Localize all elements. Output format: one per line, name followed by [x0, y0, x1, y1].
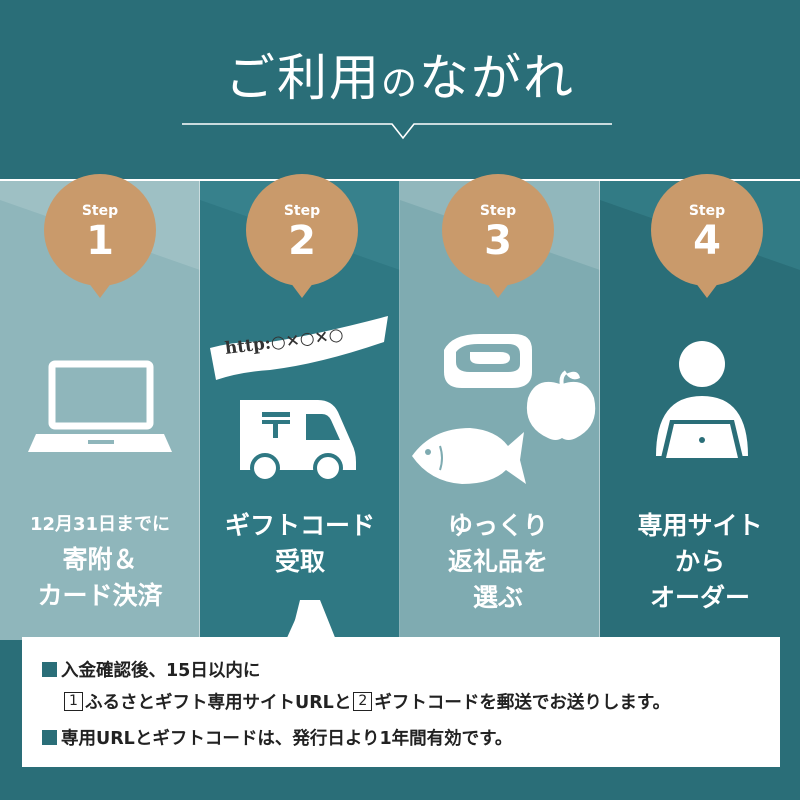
step-2-label: Step	[283, 203, 321, 219]
fish-icon	[412, 428, 526, 484]
notice-line-1: 入金確認後、15日以内に	[42, 657, 260, 682]
square-bullet-icon	[42, 662, 57, 677]
step-4-number: 4	[693, 218, 721, 264]
notice-box: 入金確認後、15日以内に 1 ふるさとギフト専用サイトURLと 2 ギフトコード…	[22, 637, 780, 767]
step-3-description: ゆっくり 返礼品を 選ぶ	[447, 511, 548, 612]
title-underline	[182, 123, 612, 140]
step-4-description: 専用サイト から オーダー	[637, 511, 763, 612]
step-1-number: 1	[86, 218, 114, 264]
apple-icon	[526, 370, 596, 440]
person-laptop-icon	[656, 341, 748, 462]
url-banner-icon	[210, 316, 388, 380]
square-bullet-icon	[42, 730, 57, 745]
notice-line-3: 専用URLとギフトコードは、発行日より1年間有効です。	[42, 725, 512, 750]
step-1-bubble	[44, 174, 156, 298]
step-4-label: Step	[688, 203, 726, 219]
step-2-description: ギフトコード 受取	[224, 511, 375, 576]
boxed-number-2: 2	[353, 692, 373, 711]
laptop-icon	[28, 360, 172, 452]
postal-truck-icon	[240, 400, 356, 483]
page-title: ご利用のながれ	[224, 49, 575, 107]
step-3-label: Step	[479, 203, 517, 219]
step-2-number: 2	[288, 218, 316, 264]
step-1-label: Step	[81, 203, 119, 219]
step-4-bubble	[651, 174, 763, 298]
meat-icon	[444, 334, 532, 388]
step-3-number: 3	[484, 218, 512, 264]
step-1-description: 12月31日までに 寄附＆ カード決済	[29, 514, 171, 610]
step-2-bubble	[246, 174, 358, 298]
boxed-number-1: 1	[64, 692, 83, 711]
notice-line-2: 1 ふるさとギフト専用サイトURLと 2 ギフトコードを郵送でお送りします。	[62, 689, 670, 714]
step-3-bubble	[442, 174, 554, 298]
